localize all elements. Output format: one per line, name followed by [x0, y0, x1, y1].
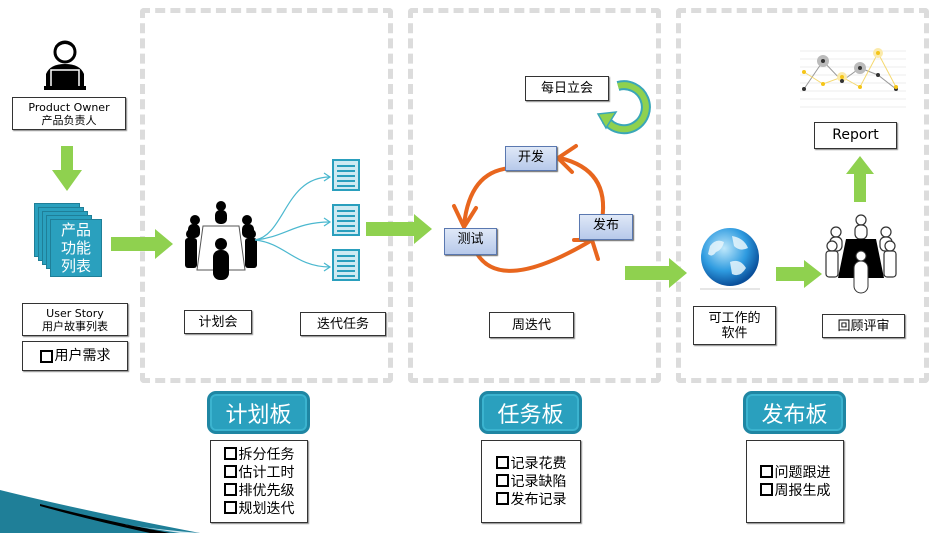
checkbox-icon — [759, 482, 773, 496]
globe-icon — [700, 228, 760, 290]
task-doc-icon — [332, 159, 360, 191]
review-label: 回顾评审 — [822, 314, 905, 338]
daily-cycle-icon — [596, 80, 651, 135]
up-arrow-icon — [846, 156, 874, 202]
product-owner-label: Product Owner 产品负责人 — [12, 97, 126, 130]
checkbox-icon — [759, 464, 773, 478]
checkbox-icon — [495, 491, 509, 505]
list-item: 规划迭代 — [223, 500, 295, 518]
list-item: 发布记录 — [495, 491, 567, 509]
checkbox-icon — [495, 473, 509, 487]
right-arrow-icon — [111, 229, 173, 259]
right-arrow-icon — [776, 260, 822, 288]
iteration-cycle-arrows — [452, 144, 606, 273]
product-owner-icon — [44, 40, 86, 90]
user-story-label: User Story 用户故事列表 — [22, 303, 128, 336]
checkbox-icon — [39, 349, 53, 363]
checkbox-icon — [223, 464, 237, 478]
step-release: 发布 — [579, 214, 633, 240]
daily-standup-label: 每日立会 — [525, 76, 609, 101]
planning-panel — [140, 8, 393, 383]
requirement-text: 用户需求 — [54, 347, 111, 364]
task-doc-icon — [332, 249, 360, 281]
list-item: 周报生成 — [759, 482, 831, 500]
planning-meeting-label: 计划会 — [184, 310, 252, 334]
down-arrow-icon — [52, 146, 82, 191]
review-meeting-icon — [825, 214, 897, 294]
planning-board-list: 拆分任务 估计工时 排优先级 规划迭代 — [210, 440, 308, 523]
list-item: 排优先级 — [223, 482, 295, 500]
working-software-label: 可工作的 软件 — [693, 306, 776, 345]
weekly-iteration-label: 周迭代 — [489, 312, 574, 338]
user-story-subtitle: 用户故事列表 — [42, 319, 108, 333]
report-label: Report — [814, 122, 897, 149]
report-chart-icon — [800, 48, 906, 108]
list-item: 问题跟进 — [759, 464, 831, 482]
list-item: 拆分任务 — [223, 446, 295, 464]
step-test: 测试 — [444, 228, 497, 255]
release-board-list: 问题跟进 周报生成 — [746, 440, 844, 523]
software-text-2: 软件 — [721, 325, 748, 341]
step-develop: 开发 — [505, 146, 557, 171]
iteration-tasks-label: 迭代任务 — [300, 312, 386, 336]
product-owner-subtitle: 产品负责人 — [41, 113, 97, 127]
checkbox-icon — [223, 500, 237, 514]
checkbox-icon — [223, 446, 237, 460]
right-arrow-icon — [625, 258, 687, 288]
backlog-text-1: 产品 — [60, 221, 91, 239]
list-item: 记录缺陷 — [495, 473, 567, 491]
checkbox-icon — [223, 482, 237, 496]
task-doc-icon — [332, 204, 360, 236]
release-board-title[interactable]: 发布板 — [743, 391, 846, 434]
release-panel — [676, 8, 929, 383]
planning-meeting-icon — [185, 201, 257, 280]
task-split-arrows — [254, 172, 332, 272]
checkbox-icon — [495, 455, 509, 469]
product-owner-title: Product Owner — [28, 100, 110, 114]
iteration-panel — [408, 8, 661, 383]
right-arrow-icon — [366, 214, 432, 244]
task-board-list: 记录花费 记录缺陷 发布记录 — [481, 440, 581, 523]
backlog-text-3: 列表 — [60, 257, 91, 275]
backlog-text-2: 功能 — [60, 239, 91, 257]
task-board-title[interactable]: 任务板 — [479, 391, 582, 434]
list-item: 记录花费 — [495, 455, 567, 473]
user-story-title: User Story — [46, 306, 104, 320]
planning-board-title[interactable]: 计划板 — [207, 391, 310, 434]
software-text-1: 可工作的 — [708, 310, 761, 326]
list-item: 估计工时 — [223, 464, 295, 482]
decorative-swoosh — [0, 490, 200, 533]
requirement-label: 用户需求 — [22, 341, 128, 371]
